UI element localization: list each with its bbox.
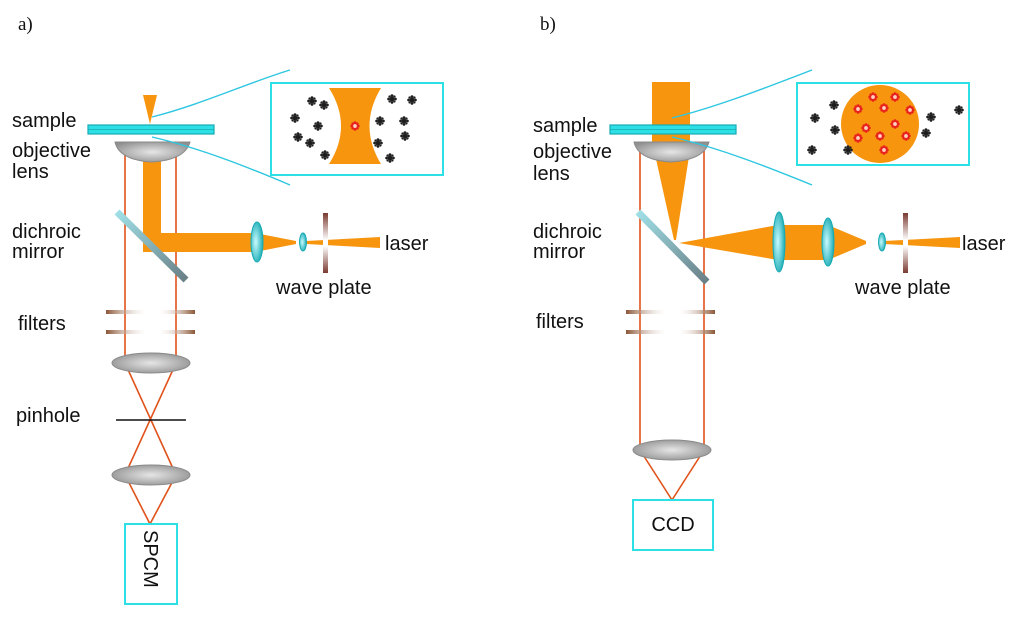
panel-b-filters-label: filters [536,311,584,333]
panel-b-objective-lens [633,141,710,163]
panel-a-wave-plate-label: wave plate [275,277,372,299]
panel-b-tube-lens [632,439,712,461]
panel-a: a) [12,14,444,605]
panel-a-filter-2 [106,330,195,334]
panel-b-dichroic-mirror [635,209,710,285]
panel-a-dichroic-label-2: mirror [12,241,65,263]
panel-a-dichroic-label-1: dichroic [12,221,81,243]
panel-a-zoom-line-top [151,69,291,118]
panel-a-objective-lens [114,141,191,163]
panel-b-detection-rays [639,150,705,501]
panel-a-laser-lens-1 [250,221,264,263]
panel-b-laser-beam [652,82,960,260]
panel-a-filters-label: filters [18,313,66,335]
panel-b-zoom-line-bottom [671,136,813,186]
panel-b-wave-plate-label: wave plate [854,277,951,299]
panel-b-filter-1 [626,310,715,314]
panel-a-sample-label: sample [12,110,76,132]
panel-a-tube-lens [111,352,191,374]
panel-b-ccd-box [632,499,714,551]
panel-a-tag: a) [18,14,33,35]
panel-a-objective-label-1: objective [12,140,91,162]
panel-a-relay-lens [111,464,191,486]
panel-b-ccd-label: CCD [651,514,694,536]
panel-a-laser-label: laser [385,233,429,255]
panel-a-zoom-line-bottom [151,136,291,186]
panel-b-objective-label-1: objective [533,141,612,163]
panel-b-expander-lens-2 [821,217,835,267]
panel-b-laser-lens [878,232,886,252]
panel-b-inset [796,82,970,166]
panel-b-expander-lens-1 [772,211,786,273]
panel-a-pinhole-label: pinhole [16,405,81,427]
panel-a-spcm-label: SPCM [139,530,161,588]
panel-a-dichroic-mirror [114,209,189,283]
panel-a-laser-lens-2 [299,232,307,252]
panel-a-wave-plate [323,213,328,273]
panel-b-laser-label: laser [962,233,1006,255]
panel-b-tag: b) [540,14,556,35]
panel-a-spcm-box [124,523,178,605]
panel-b: b) [533,14,1006,551]
panel-b-illuminated-field [841,85,919,163]
panel-b-sample-label: sample [533,115,597,137]
panel-a-filter-1 [106,310,195,314]
panel-b-dichroic-label-2: mirror [533,241,586,263]
panel-a-inset [270,82,444,176]
panel-b-dichroic-label-1: dichroic [533,221,602,243]
panel-b-filter-2 [626,330,715,334]
panel-b-wave-plate [903,213,908,273]
panel-b-zoom-line-top [671,69,813,119]
panel-b-objective-label-2: lens [533,163,570,185]
panel-a-objective-label-2: lens [12,161,49,183]
